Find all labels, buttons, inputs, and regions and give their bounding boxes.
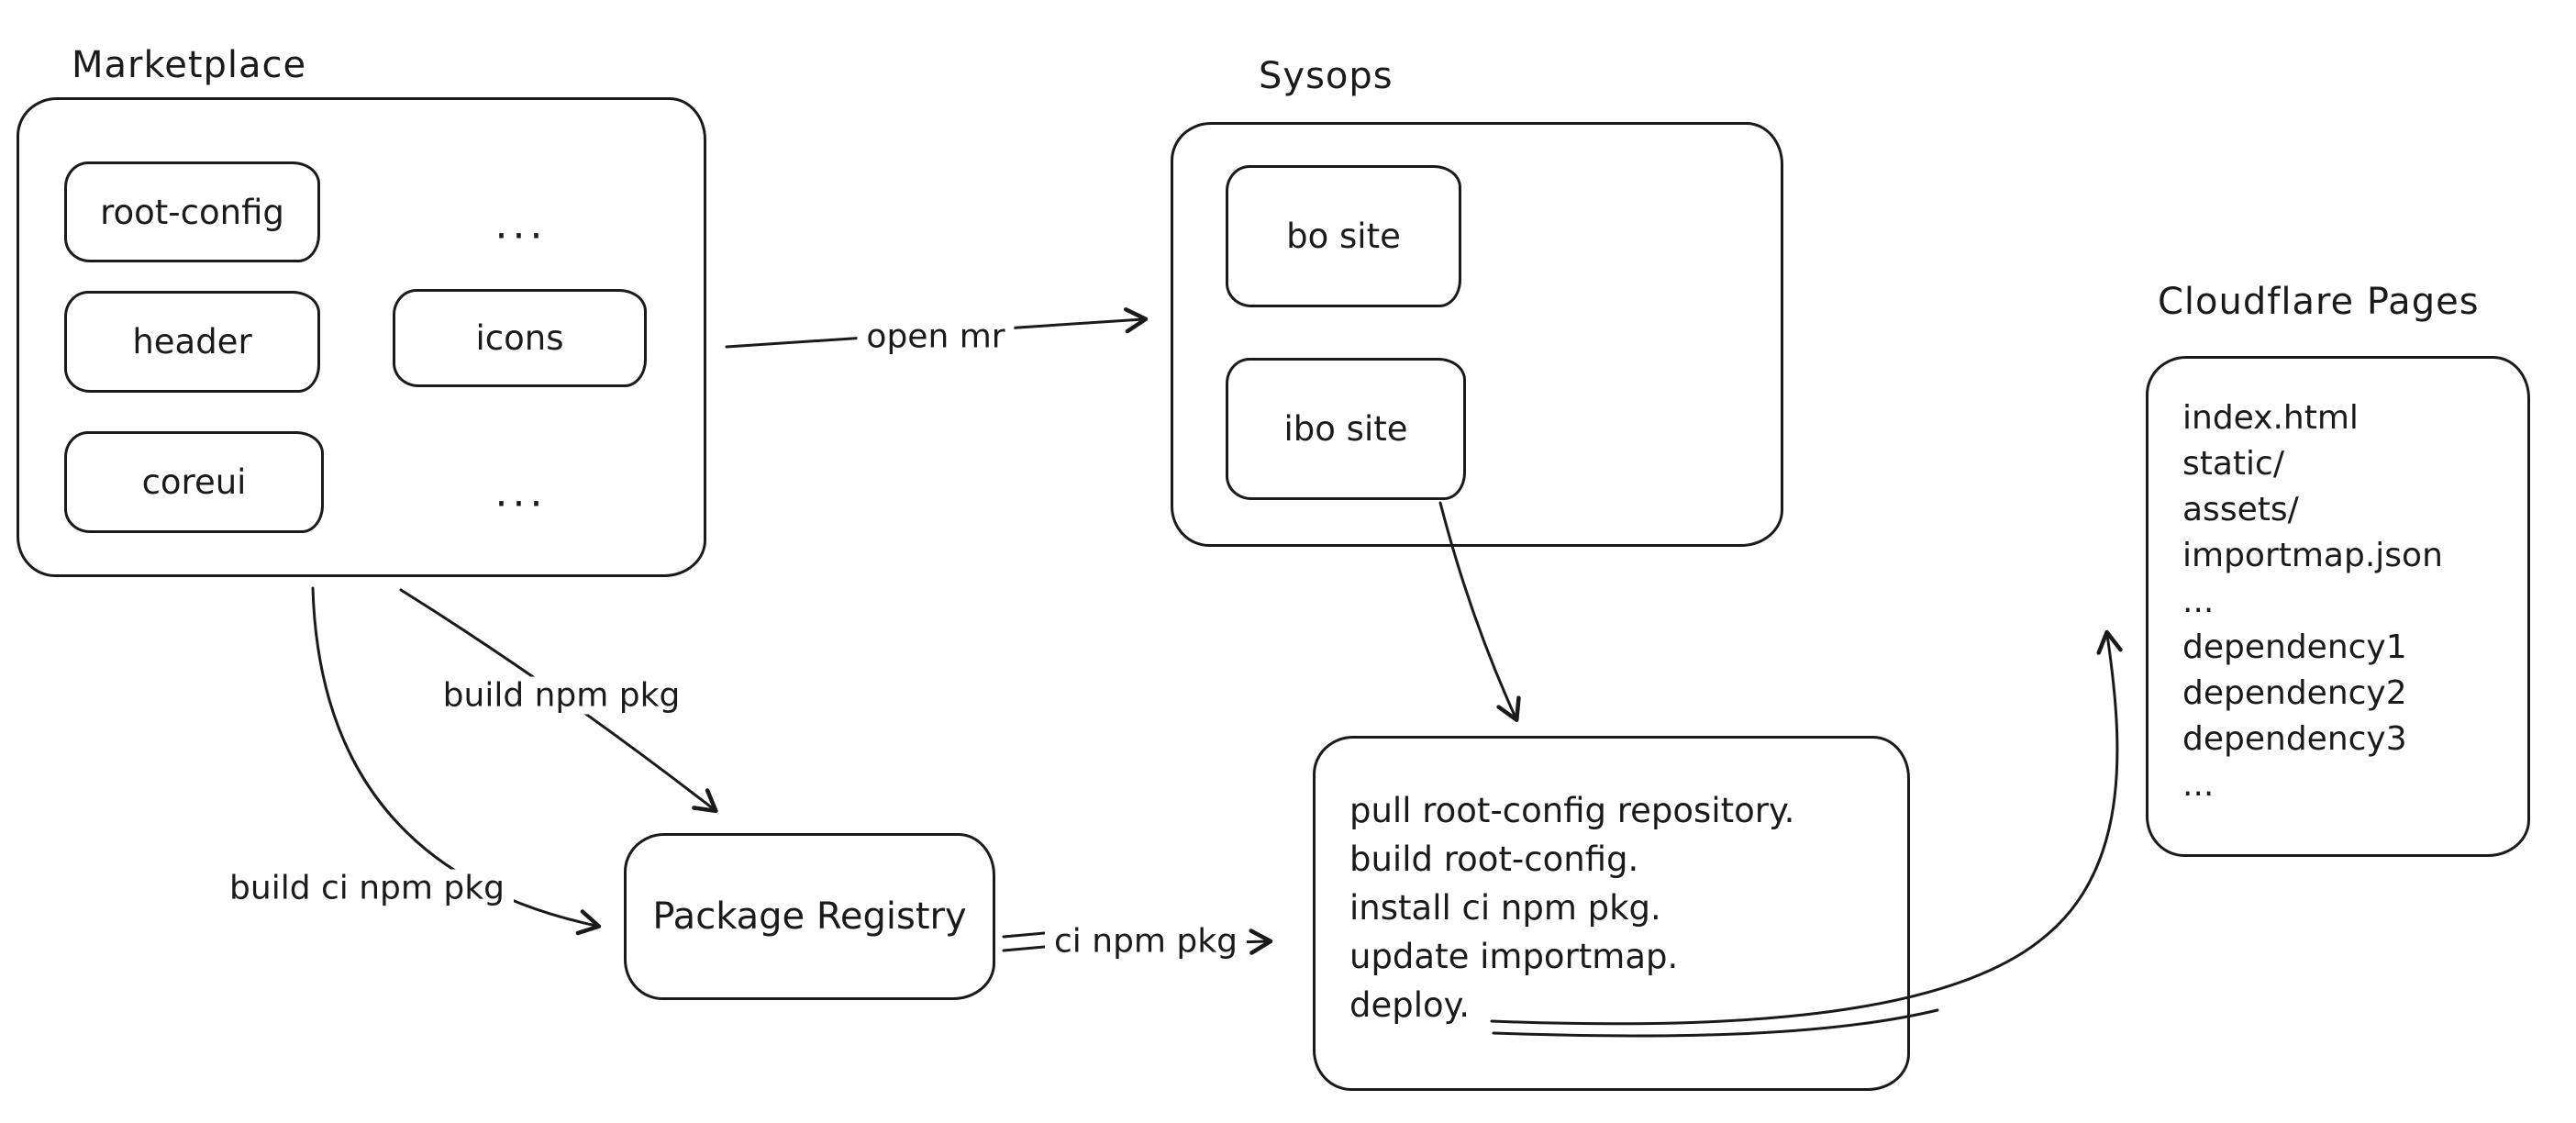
cloudflare-file-importmap: importmap.json	[2182, 537, 2443, 574]
marketplace-ellipsis-top: ...	[494, 201, 548, 249]
open-mr-label: open mr	[857, 317, 1015, 356]
ci-npm-pkg-label: ci npm pkg	[1045, 922, 1247, 961]
deploy-step-deploy: deploy.	[1349, 985, 1471, 1025]
module-root-config: root-config	[64, 161, 320, 262]
sysops-box: bo site ibo site	[1171, 122, 1783, 547]
package-registry-label: Package Registry	[652, 895, 967, 938]
cloudflare-file-dependency1: dependency1	[2182, 628, 2407, 666]
marketplace-title: Marketplace	[72, 44, 307, 86]
module-header: header	[64, 291, 320, 393]
package-registry-box: Package Registry	[624, 833, 995, 1000]
cloudflare-files-ellipsis-1: ...	[2182, 583, 2215, 620]
deploy-steps-list: pull root-config repository. build root-…	[1349, 786, 1794, 1029]
build-npm-pkg-label: build npm pkg	[433, 676, 690, 715]
site-ibo: ibo site	[1226, 358, 1466, 500]
cloudflare-file-static: static/	[2182, 445, 2284, 483]
module-icons: icons	[393, 289, 647, 387]
module-coreui: coreui	[64, 431, 324, 533]
cloudflare-files-ellipsis-2: ...	[2182, 766, 2215, 804]
sysops-title: Sysops	[1259, 55, 1393, 97]
marketplace-ellipsis-bottom: ...	[494, 469, 548, 517]
cloudflare-file-assets: assets/	[2182, 491, 2299, 528]
cloudflare-file-index-html: index.html	[2182, 399, 2359, 437]
deploy-step-pull: pull root-config repository.	[1349, 791, 1795, 830]
cloudflare-file-dependency2: dependency2	[2182, 674, 2407, 712]
deploy-step-install: install ci npm pkg.	[1349, 888, 1661, 928]
deploy-step-build: build root-config.	[1349, 839, 1639, 879]
cloudflare-pages-title: Cloudflare Pages	[2158, 281, 2480, 323]
marketplace-box: root-config header coreui icons ... ...	[17, 97, 706, 577]
cloudflare-files-list: index.html static/ assets/ importmap.jso…	[2182, 395, 2443, 808]
build-ci-npm-pkg-label: build ci npm pkg	[220, 869, 514, 907]
cloudflare-pages-box: index.html static/ assets/ importmap.jso…	[2146, 356, 2530, 857]
deploy-steps-box: pull root-config repository. build root-…	[1313, 736, 1910, 1091]
site-bo: bo site	[1226, 165, 1461, 307]
cloudflare-file-dependency3: dependency3	[2182, 720, 2407, 758]
deploy-step-update: update importmap.	[1349, 937, 1679, 976]
